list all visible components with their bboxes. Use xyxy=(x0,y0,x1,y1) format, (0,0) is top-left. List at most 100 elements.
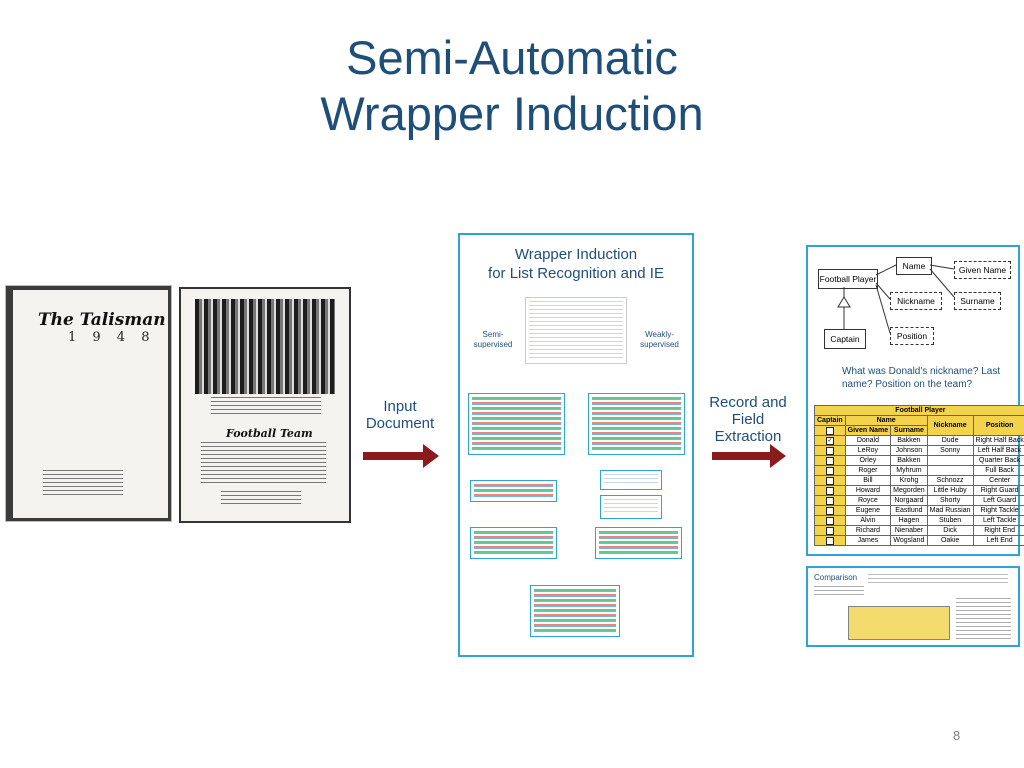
cell-given: Alvin xyxy=(844,515,892,526)
captain-checkbox[interactable] xyxy=(814,535,846,546)
cell-position: Right End xyxy=(972,525,1024,536)
cell-position: Quarter Back xyxy=(972,455,1024,466)
captain-checkbox[interactable] xyxy=(814,495,846,506)
cell-position: Left Tackle xyxy=(972,515,1024,526)
poster-panel xyxy=(470,527,557,559)
input-document-label: Input Document xyxy=(365,398,435,432)
team-heading: Football Team xyxy=(226,427,313,440)
cell-nickname: Dick xyxy=(926,525,974,536)
extraction-result-panel: Football Player Name Given Name Nickname… xyxy=(806,245,1024,556)
poster-source-page xyxy=(525,297,627,364)
captain-checkbox[interactable] xyxy=(814,475,846,486)
comparison-table-thumb xyxy=(848,606,950,640)
comparison-panel: Comparison xyxy=(806,566,1020,647)
cell-position: Center xyxy=(972,475,1024,486)
cell-given: Roger xyxy=(844,465,892,476)
semi-supervised-label: Semi-supervised xyxy=(473,330,513,349)
cover-year: 1 9 4 8 xyxy=(68,330,156,345)
cell-surname: Hagen xyxy=(890,515,928,526)
cell-nickname xyxy=(926,465,974,476)
page-number: 8 xyxy=(953,728,961,743)
team-photo xyxy=(195,299,335,394)
title-line-1: Semi-Automatic xyxy=(346,31,678,84)
captain-checkbox[interactable] xyxy=(814,505,846,516)
cell-nickname: Mad Russian xyxy=(926,505,974,516)
comparison-title: Comparison xyxy=(814,573,858,582)
yearbook-team-page-image: Football Team xyxy=(179,287,351,523)
entity-name: Name xyxy=(896,257,932,275)
er-connectors xyxy=(837,264,955,334)
extraction-arrow xyxy=(712,444,786,468)
cell-given: Eugene xyxy=(844,505,892,516)
captain-checkbox[interactable] xyxy=(814,485,846,496)
cover-title: The Talisman xyxy=(38,310,166,330)
cell-given: Royce xyxy=(844,495,892,506)
cell-nickname: Schnozz xyxy=(926,475,974,486)
cell-nickname: Shorty xyxy=(926,495,974,506)
cell-given: Howard xyxy=(844,485,892,496)
cell-nickname: Oakie xyxy=(926,535,974,546)
cell-surname: Wogsland xyxy=(890,535,928,546)
cell-surname: Eastlund xyxy=(890,505,928,516)
col-surname: Surname xyxy=(890,425,928,436)
cell-position: Right Guard xyxy=(972,485,1024,496)
table-title: Football Player xyxy=(814,405,1024,416)
poster-panel xyxy=(470,480,557,502)
captain-checkbox[interactable] xyxy=(814,465,846,476)
cell-given: Richard xyxy=(844,525,892,536)
football-player-table: Football Player Captain Name Nickname Po… xyxy=(814,405,1024,546)
col-name: Name xyxy=(844,415,928,426)
captain-checkbox[interactable]: ✓ xyxy=(814,435,846,446)
cell-nickname: Sonny xyxy=(926,445,974,456)
captain-checkbox[interactable] xyxy=(814,525,846,536)
entity-nickname: Nickname xyxy=(890,292,942,310)
cell-surname: Krohg xyxy=(890,475,928,486)
wrapper-induction-poster: Wrapper Induction for List Recognition a… xyxy=(458,233,694,657)
cell-nickname: Stuben xyxy=(926,515,974,526)
cell-given: Donald xyxy=(844,435,892,446)
cell-position: Right Tackle xyxy=(972,505,1024,516)
cell-surname: Bakken xyxy=(890,455,928,466)
poster-panel xyxy=(588,393,685,455)
col-given-name: Given Name xyxy=(844,425,892,436)
cell-given: Orley xyxy=(844,455,892,466)
entity-captain: Captain xyxy=(824,329,866,349)
cell-surname: Nienaber xyxy=(890,525,928,536)
cell-position: Right Half Back xyxy=(972,435,1024,446)
title-line-2: Wrapper Induction xyxy=(320,87,704,140)
poster-panel xyxy=(530,585,620,637)
captain-checkbox[interactable] xyxy=(814,515,846,526)
cell-surname: Johnson xyxy=(890,445,928,456)
cell-position: Left Guard xyxy=(972,495,1024,506)
cell-position: Left End xyxy=(972,535,1024,546)
poster-panel xyxy=(595,527,682,559)
cell-surname: Bakken xyxy=(890,435,928,446)
poster-title-line-1: Wrapper Induction xyxy=(514,246,638,263)
poster-panel xyxy=(600,470,662,490)
slide-title: Semi-Automatic Wrapper Induction xyxy=(0,30,1024,142)
entity-given-name: Given Name xyxy=(954,261,1011,279)
weakly-supervised-label: Weakly-supervised xyxy=(640,330,679,349)
captain-checkbox[interactable] xyxy=(814,455,846,466)
poster-title-line-2: for List Recognition and IE xyxy=(488,265,664,282)
yearbook-cover-image: The Talisman 1 9 4 8 xyxy=(5,285,172,522)
col-position: Position xyxy=(972,415,1024,436)
cell-position: Full Back xyxy=(972,465,1024,476)
cell-surname: Megorden xyxy=(890,485,928,496)
captain-checkbox[interactable] xyxy=(814,445,846,456)
poster-title: Wrapper Induction for List Recognition a… xyxy=(460,245,692,283)
cell-position: Left Half Back xyxy=(972,445,1024,456)
col-captain: Captain xyxy=(814,415,846,426)
cell-nickname: Dude xyxy=(926,435,974,446)
